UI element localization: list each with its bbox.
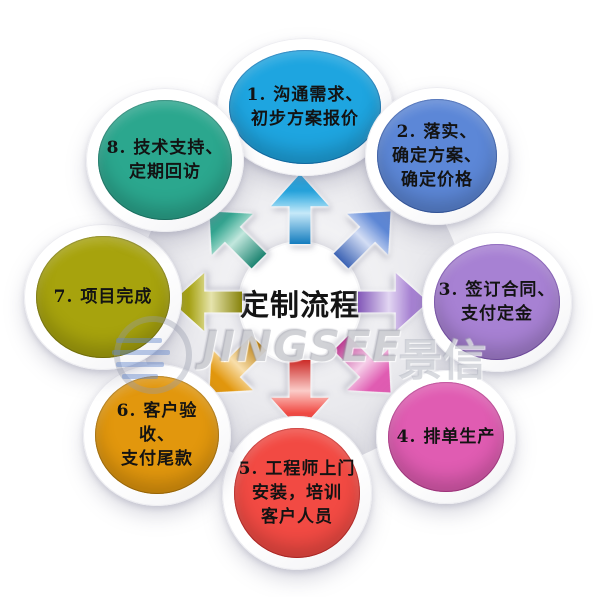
- arrow-step-3-icon: [358, 273, 428, 331]
- step-disc-7: 7. 项目完成: [36, 236, 170, 358]
- step-label-8: 8. 技术支持、 定期回访: [106, 137, 224, 182]
- step-disc-8: 8. 技术支持、 定期回访: [98, 100, 232, 220]
- step-circle-7: 7. 项目完成: [24, 224, 182, 370]
- step-label-6: 6. 客户验收、 支付尾款: [116, 400, 198, 470]
- step-circle-4: 4. 排单生产: [376, 370, 516, 504]
- step-label-7: 7. 项目完成: [53, 286, 153, 307]
- diagram-title: 定制流程: [240, 288, 361, 322]
- arrow-shape: [358, 273, 428, 331]
- step-label-2: 2. 落实、 确定方案、 确定价格: [392, 121, 482, 191]
- step-circle-5: 5. 工程师上门 安装，培训 客户人员: [222, 416, 372, 570]
- step-disc-3: 3. 签订合同、 支付定金: [434, 244, 560, 360]
- arrow-shape: [271, 174, 329, 244]
- arrow-step-1-icon: [271, 174, 329, 244]
- arrow-step-7-icon: [172, 273, 242, 331]
- step-label-5: 5. 工程师上门 安装，培训 客户人员: [238, 458, 356, 528]
- step-label-3: 3. 签订合同、 支付定金: [438, 279, 556, 324]
- center-hub: 定制流程: [240, 243, 360, 363]
- step-circle-8: 8. 技术支持、 定期回访: [86, 88, 244, 232]
- step-circle-1: 1. 沟通需求、 初步方案报价: [217, 38, 393, 176]
- step-circle-6: 6. 客户验收、 支付尾款: [83, 364, 231, 506]
- step-disc-1: 1. 沟通需求、 初步方案报价: [229, 50, 381, 164]
- step-circle-3: 3. 签订合同、 支付定金: [422, 232, 572, 372]
- step-disc-2: 2. 落实、 确定方案、 确定价格: [377, 99, 497, 213]
- step-circle-2: 2. 落实、 确定方案、 确定价格: [365, 87, 509, 225]
- arrow-shape: [172, 273, 242, 331]
- step-label-4: 4. 排单生产: [396, 426, 496, 447]
- step-disc-6: 6. 客户验收、 支付尾款: [95, 376, 219, 494]
- step-disc-4: 4. 排单生产: [388, 382, 504, 492]
- step-disc-5: 5. 工程师上门 安装，培训 客户人员: [234, 428, 360, 558]
- step-label-1: 1. 沟通需求、 初步方案报价: [246, 84, 364, 129]
